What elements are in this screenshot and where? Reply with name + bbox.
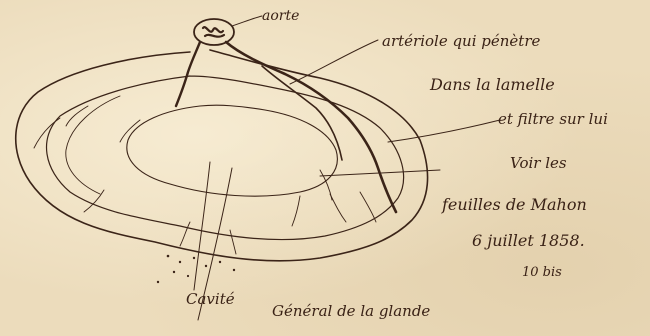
veinlet: [320, 170, 332, 200]
veinlet: [180, 222, 190, 246]
veinlet: [360, 192, 376, 222]
aorta-fill: [203, 27, 224, 37]
label-cavity: Cavité: [186, 290, 235, 308]
veinlet: [292, 196, 300, 226]
veinlet: [66, 106, 88, 126]
label-folio: 10 bis: [522, 265, 562, 280]
stipple-marks: [157, 255, 235, 283]
outer-lobe-contour: [16, 50, 428, 261]
central-cavity-contour: [127, 105, 338, 196]
label-arterioles: artériole qui pénètre: [382, 32, 541, 50]
label-aorta: aorte: [262, 8, 299, 24]
label-see-2: feuilles de Mahon: [441, 195, 587, 214]
lamella-contour: [66, 96, 120, 194]
label-lamella-1: Dans la lamelle: [429, 75, 555, 94]
veinlet: [330, 194, 346, 222]
label-lamella-2: et filtre sur lui: [498, 110, 608, 128]
label-date: 6 juillet 1858.: [472, 231, 585, 250]
leader-line-arterioles: [290, 40, 378, 84]
label-see-1: Voir les: [510, 154, 567, 172]
label-general: Général de la glande: [272, 302, 430, 320]
veinlet: [230, 230, 236, 254]
leader-line-cavity: [194, 162, 210, 290]
right-vessel: [226, 42, 396, 212]
veinlet: [120, 120, 140, 142]
inner-lobe-contour: [47, 76, 404, 240]
leader-line-aorta: [232, 16, 262, 26]
leader-line-lamella: [388, 120, 500, 142]
